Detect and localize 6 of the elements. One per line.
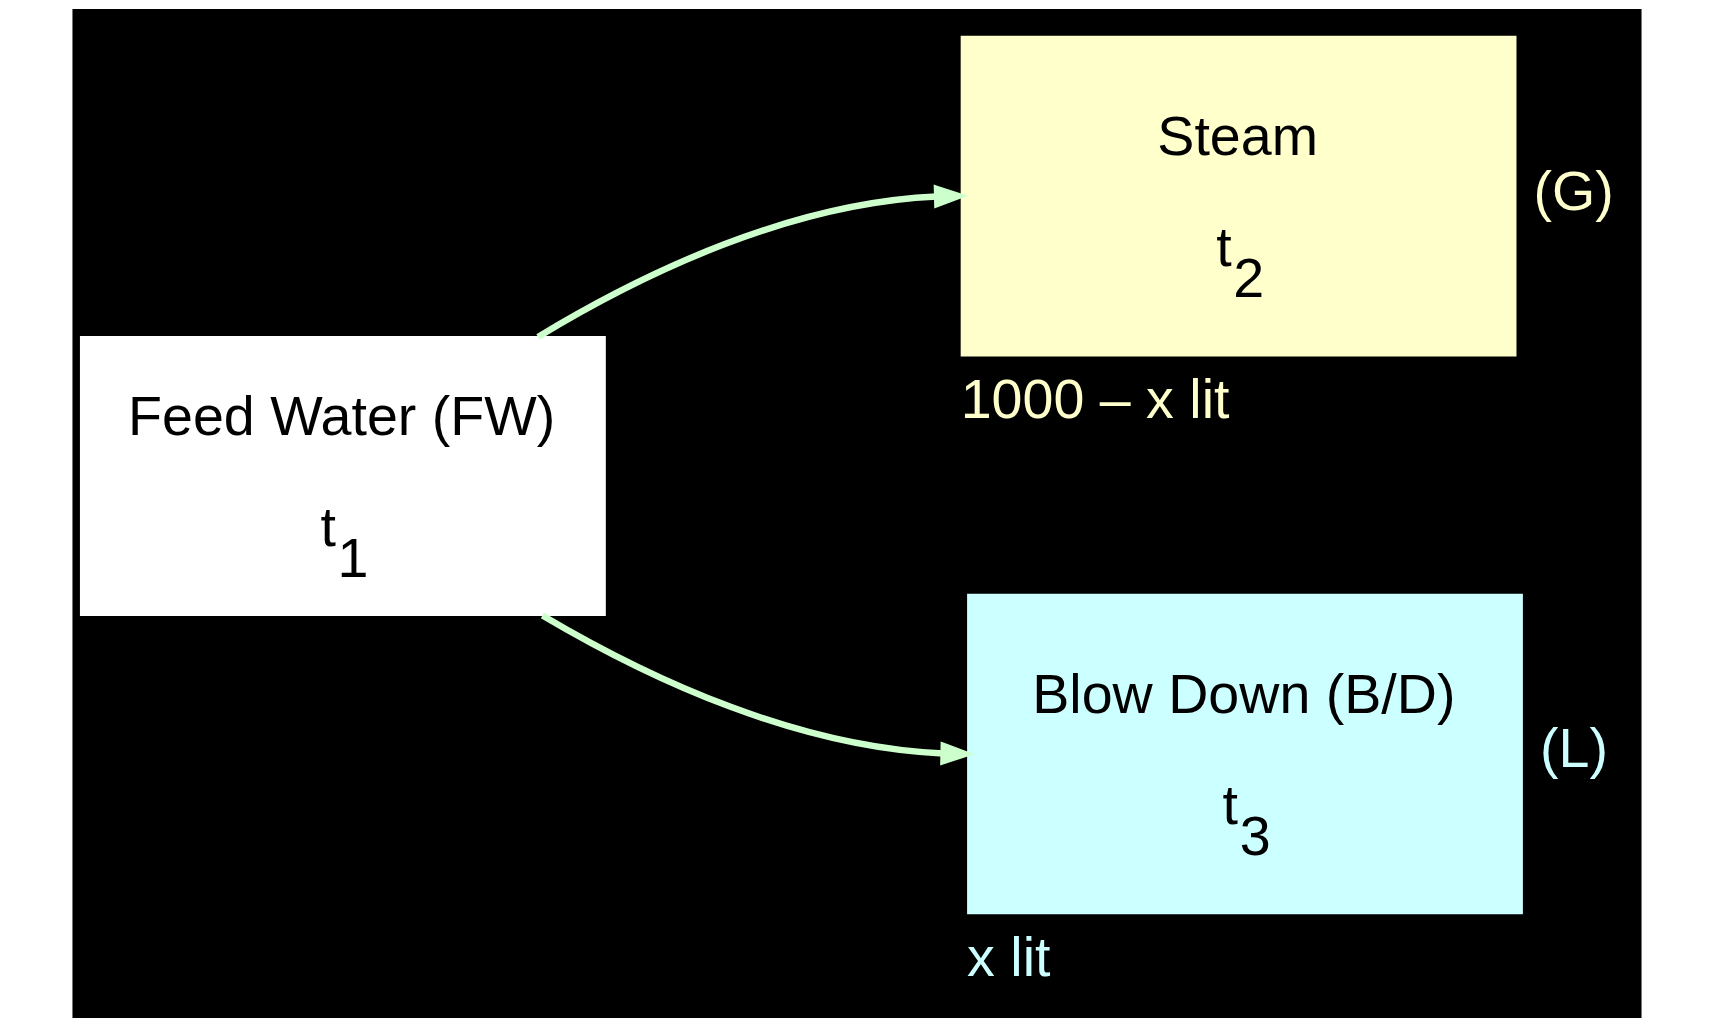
arrow [535, 184, 968, 340]
node-label: (G) [1533, 159, 1614, 222]
node-label: x lit [966, 925, 1050, 988]
arrow [540, 612, 975, 765]
node-label: 1000 – x lit [960, 367, 1229, 430]
node-label: (L) [1539, 716, 1608, 779]
